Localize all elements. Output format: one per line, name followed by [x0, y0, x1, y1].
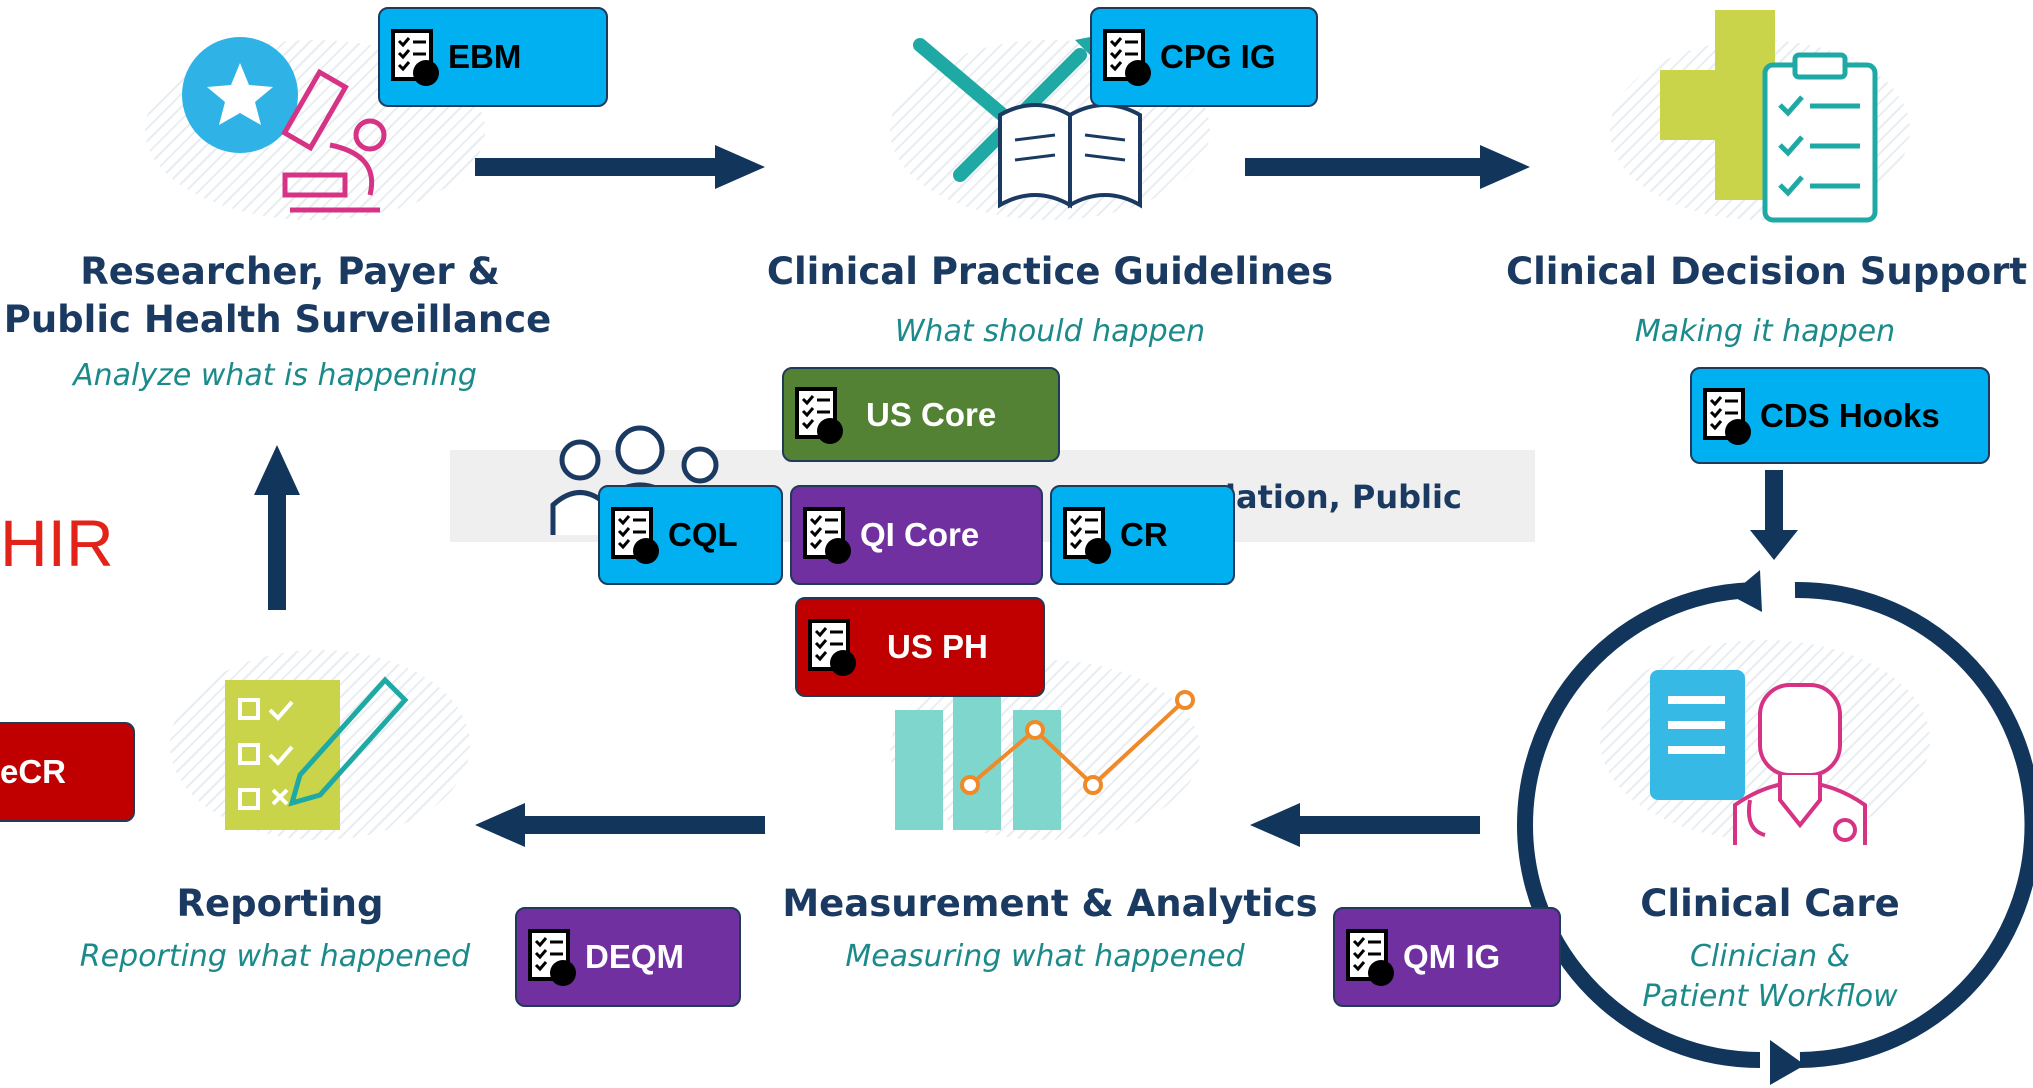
arrow-cpg-to-cds — [1245, 145, 1530, 189]
arrow-cds-to-care — [1750, 470, 1798, 560]
reporting-title: Reporting — [176, 882, 384, 925]
badge-cpg-ig-label: CPG IG — [1160, 38, 1276, 75]
checklist-doc-icon — [1345, 928, 1397, 986]
arrow-measurement-to-reporting — [475, 803, 765, 847]
arrow-reporting-to-research — [254, 445, 300, 610]
checklist-doc-icon — [802, 506, 854, 564]
stakeholder-band-text: lation, Public — [1225, 478, 1462, 516]
care-subtitle-line2: Patient Workflow — [1642, 979, 1898, 1014]
checklist-doc-icon — [1702, 387, 1754, 445]
arrow-research-to-cpg — [475, 145, 765, 189]
badge-ebm[interactable]: EBM — [378, 7, 608, 107]
cpg-subtitle: What should happen — [894, 314, 1206, 349]
badge-cpg-ig[interactable]: CPG IG — [1090, 7, 1318, 107]
cpg-tools-book-icon — [913, 35, 1142, 209]
cds-title: Clinical Decision Support — [1505, 250, 2028, 293]
badge-us-ph[interactable]: US PH — [795, 597, 1045, 697]
badge-deqm-label: DEQM — [585, 938, 684, 975]
measurement-chart-icon — [895, 690, 1195, 830]
badge-us-core[interactable]: US Core — [782, 367, 1060, 462]
checklist-doc-icon — [610, 506, 662, 564]
checklist-doc-icon — [794, 386, 846, 444]
care-subtitle-line1: Clinician & — [1689, 939, 1851, 974]
badge-qm-ig-label: QM IG — [1403, 938, 1501, 975]
research-subtitle: Analyze what is happening — [73, 358, 477, 393]
badge-cql-label: CQL — [668, 516, 738, 553]
care-title: Clinical Care — [1640, 882, 1900, 925]
measurement-subtitle: Measuring what happened — [845, 939, 1245, 974]
badge-ecr[interactable]: eCR — [0, 722, 135, 822]
reporting-checklist-pencil-icon — [225, 676, 409, 830]
cds-subtitle: Making it happen — [1634, 314, 1896, 349]
cds-cross-clipboard-icon — [1660, 10, 1878, 223]
research-title-line2: Public Health Surveillance — [3, 298, 552, 341]
arrow-care-to-measurement — [1250, 803, 1480, 847]
badge-ebm-label: EBM — [448, 38, 522, 75]
badge-deqm[interactable]: DEQM — [515, 907, 741, 1007]
badge-qi-core[interactable]: QI Core — [790, 485, 1043, 585]
checklist-doc-icon — [807, 618, 859, 676]
badge-cql[interactable]: CQL — [598, 485, 783, 585]
checklist-doc-icon — [527, 928, 579, 986]
checklist-doc-icon — [390, 28, 442, 86]
checklist-doc-icon — [1102, 28, 1154, 86]
checklist-doc-icon — [1062, 506, 1114, 564]
badge-cr-label: CR — [1120, 516, 1168, 553]
badge-us-ph-label: US PH — [887, 628, 988, 665]
badge-qm-ig[interactable]: QM IG — [1333, 907, 1561, 1007]
reporting-subtitle: Reporting what happened — [79, 939, 471, 974]
research-title-line1: Researcher, Payer & — [80, 250, 500, 293]
measurement-title: Measurement & Analytics — [782, 882, 1318, 925]
badge-cds-hooks-label: CDS Hooks — [1760, 396, 1940, 434]
cpg-title: Clinical Practice Guidelines — [766, 250, 1334, 293]
badge-ecr-label: eCR — [0, 753, 67, 790]
badge-cr[interactable]: CR — [1050, 485, 1235, 585]
fhir-logo: HIR — [0, 506, 114, 580]
badge-us-core-label: US Core — [866, 395, 997, 433]
badge-qi-core-label: QI Core — [860, 516, 980, 553]
clinical-care-doctor-icon — [1650, 670, 1867, 845]
research-star-microscope-icon — [182, 37, 387, 213]
badge-cds-hooks[interactable]: CDS Hooks — [1690, 367, 1990, 464]
